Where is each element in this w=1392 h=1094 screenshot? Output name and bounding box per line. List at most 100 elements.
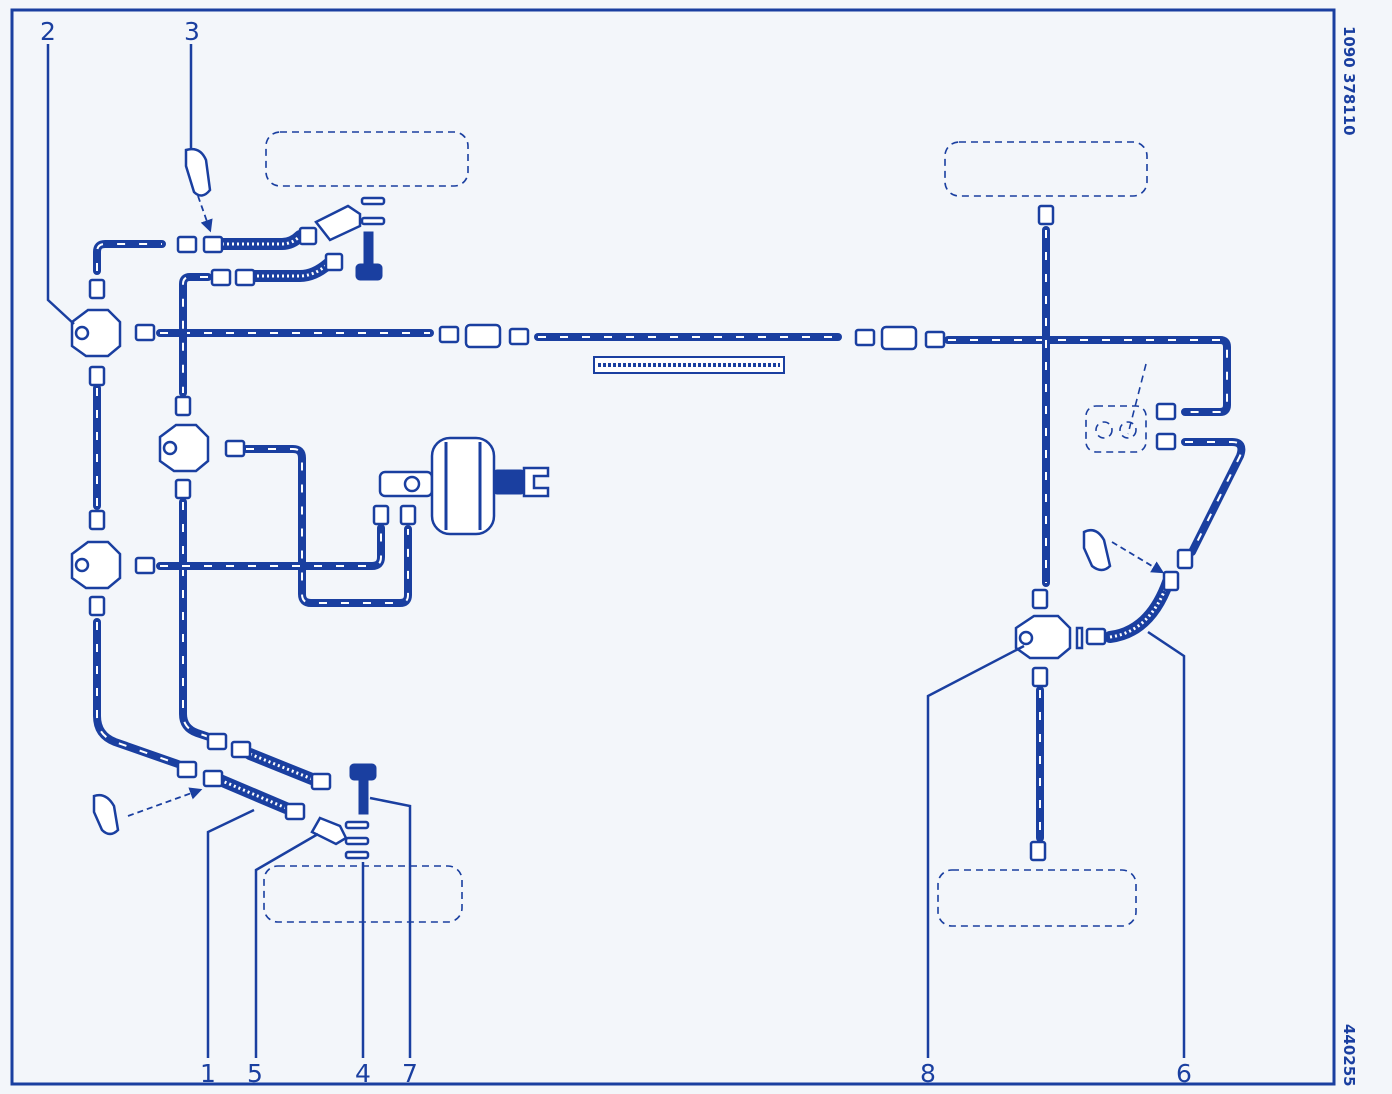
- tee-fitting-rear: [1014, 614, 1072, 660]
- fitting-nut: [174, 478, 192, 500]
- brake-caliper-rear: [310, 816, 348, 846]
- callout-6: 6: [1176, 1059, 1192, 1088]
- wheel-front-right-outline: [944, 141, 1148, 197]
- fitting-nut: [284, 802, 306, 821]
- fitting-nut: [438, 325, 460, 344]
- leader-line-2: [46, 44, 75, 325]
- fitting-nut: [88, 509, 106, 531]
- leader-line-6: [1147, 630, 1186, 1058]
- hose-clips: [92, 147, 1165, 836]
- fitting-nut: [1029, 840, 1047, 862]
- callout-4: 4: [355, 1059, 371, 1088]
- fitting-nut: [399, 504, 417, 526]
- fitting-nut: [202, 769, 224, 788]
- tee-fitting-inner: [158, 423, 210, 473]
- tee-fitting-middle: [70, 540, 122, 590]
- brake-line-left-lower: [93, 618, 182, 768]
- shim-washer: [360, 196, 386, 206]
- fitting-nut: [1176, 548, 1194, 570]
- brake-line-rear-right-loop: [1181, 438, 1246, 556]
- fitting-nut: [174, 395, 192, 417]
- pressure-regulator-body: [1085, 405, 1147, 453]
- callout-2: 2: [40, 17, 56, 46]
- booster-clevis: [522, 466, 550, 498]
- callout-5: 5: [247, 1059, 263, 1088]
- fitting-nut: [134, 556, 156, 575]
- leader-line-5: [254, 832, 319, 1058]
- fitting-nut: [1155, 432, 1177, 451]
- fittings: [88, 204, 1194, 862]
- shim-washer: [360, 216, 386, 226]
- fitting-nut: [1031, 588, 1049, 610]
- hose-front-lower: [246, 258, 334, 282]
- hose-clip-icon: [92, 793, 120, 836]
- brake-line-booster-lower: [156, 524, 385, 570]
- fitting-nut: [234, 268, 256, 287]
- fitting-nut: [324, 252, 344, 272]
- fitting-nut: [372, 504, 390, 526]
- booster-push-rod: [493, 469, 525, 495]
- fitting-nut: [508, 327, 530, 346]
- brake-lines: [93, 226, 1246, 842]
- brake-booster-body: [430, 436, 496, 536]
- fitting-nut: [210, 268, 232, 287]
- fitting-nut: [176, 760, 198, 779]
- bleed-screw: [363, 231, 374, 265]
- fitting-nut: [176, 235, 198, 254]
- fitting-nut: [310, 772, 332, 791]
- brake-line-inner-vertical-bottom: [179, 498, 216, 742]
- bleed-screw: [358, 779, 369, 815]
- shim-washer: [344, 850, 370, 860]
- fitting-nut: [88, 278, 106, 300]
- fitting-nut: [202, 235, 224, 254]
- hose-clip-icon: [1082, 529, 1112, 572]
- distribution-tees: [70, 308, 1072, 660]
- callout-7: 7: [402, 1059, 418, 1088]
- fitting-nut: [88, 595, 106, 617]
- fitting-nut: [1085, 627, 1107, 646]
- shim-washer: [1075, 626, 1084, 650]
- callout-3: 3: [184, 17, 200, 46]
- fitting-nut: [134, 323, 156, 342]
- hose-clip-icon: [184, 147, 212, 197]
- brake-caliper-front: [314, 204, 362, 242]
- fitting-nut: [206, 732, 228, 751]
- brake-booster-assembly: [378, 436, 550, 536]
- bleed-screw-head: [349, 763, 377, 781]
- brake-line-front-left-top: [93, 240, 166, 275]
- wheel-rear-right-outline: [937, 869, 1137, 927]
- union-connector: [880, 325, 918, 351]
- drawing-code-bottom: 440255: [1340, 1024, 1358, 1087]
- leader-line-8: [926, 644, 1025, 1058]
- drawing-code-top: 1090 378110: [1340, 26, 1358, 136]
- callout-labels: 2 3 1 5 4 7 8 6: [40, 17, 1192, 1088]
- fitting-nut: [924, 330, 946, 349]
- flexible-hoses: [214, 230, 1174, 814]
- fitting-nut: [88, 365, 106, 387]
- brake-line-rear-cross: [944, 336, 1231, 416]
- tee-fitting-front: [70, 308, 122, 358]
- callout-leaders: [46, 44, 1186, 1058]
- union-connector: [464, 323, 502, 349]
- hose-rear-right: [1104, 576, 1174, 643]
- fitting-nut: [1031, 666, 1049, 688]
- wheel-front-left-outline: [265, 131, 469, 187]
- fitting-nut: [1155, 402, 1177, 421]
- leader-line-1: [206, 808, 255, 1058]
- leader-line-7: [369, 796, 412, 1058]
- fitting-nut: [298, 226, 318, 246]
- drawing-frame: [10, 8, 1336, 1086]
- bleed-screw-head: [355, 263, 383, 281]
- fitting-nut: [224, 439, 246, 458]
- callout-1: 1: [200, 1059, 216, 1088]
- shim-washer: [344, 836, 370, 846]
- pressure-regulator: [1085, 363, 1147, 453]
- wheel-outlines: [263, 131, 1148, 927]
- shim-washer: [344, 820, 370, 830]
- fitting-nut: [1162, 570, 1180, 592]
- callout-8: 8: [920, 1059, 936, 1088]
- fitting-nut: [854, 328, 876, 347]
- fitting-nut: [230, 740, 252, 759]
- fitting-nut: [1037, 204, 1055, 226]
